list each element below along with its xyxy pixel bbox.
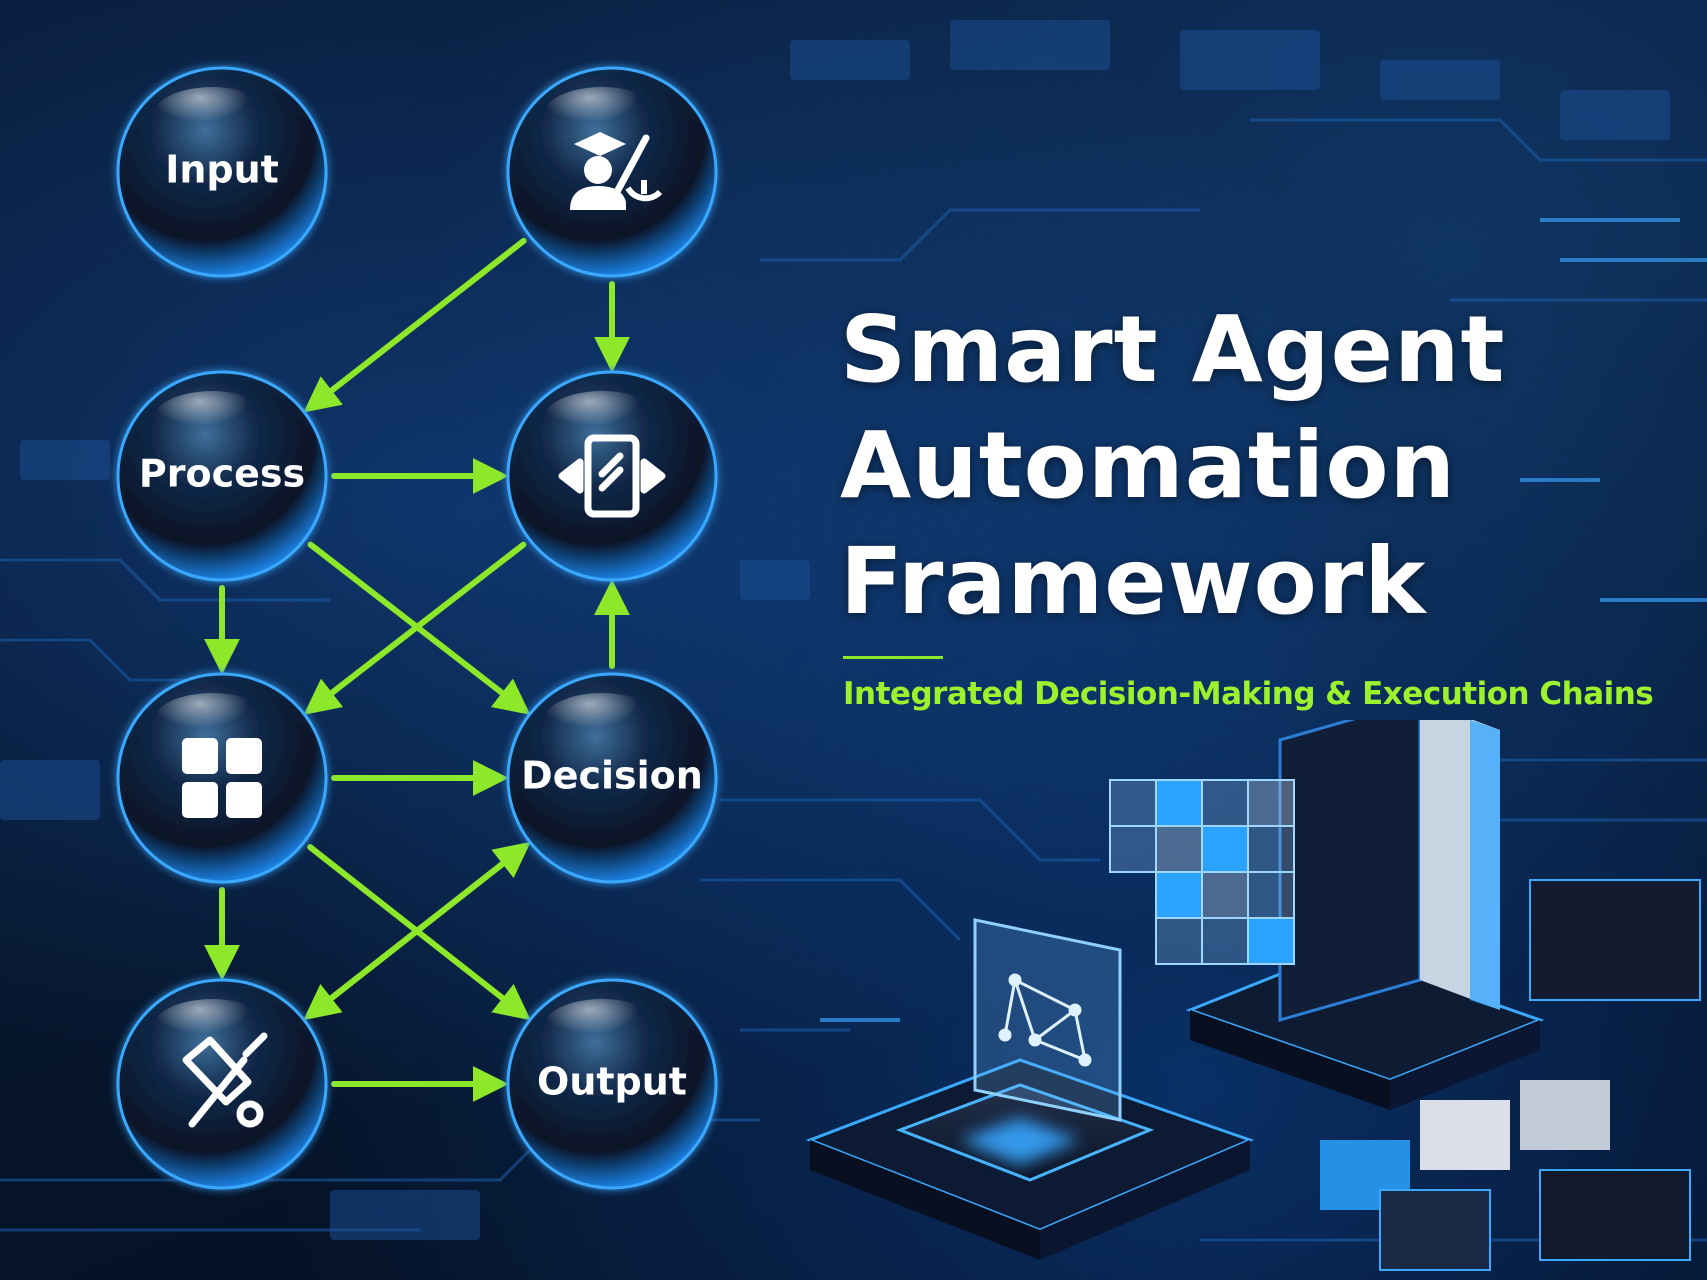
title-divider <box>843 656 943 659</box>
node-transform[interactable] <box>506 370 718 582</box>
node-tools[interactable] <box>116 978 328 1190</box>
node-process-label: Process <box>139 452 305 496</box>
tools-pencil-icon <box>182 1032 268 1128</box>
node-decision-label: Decision <box>521 754 703 798</box>
node-decision[interactable]: Decision <box>506 672 718 884</box>
node-grid[interactable] <box>116 672 328 884</box>
title-line-3: Framework <box>840 528 1427 635</box>
arrow-ai-to-process <box>303 237 527 413</box>
server-tower <box>1185 720 1545 1110</box>
node-ai[interactable] <box>506 66 718 278</box>
cube-cluster <box>1109 779 1295 965</box>
arrow-process-to-decision <box>307 541 531 715</box>
node-process[interactable]: Process <box>116 370 328 582</box>
ai-chip <box>805 918 1255 1260</box>
grid-blocks-icon <box>182 738 262 818</box>
arrow-transform-to-grid <box>303 541 527 715</box>
arrow-decision-to-tools <box>303 844 527 1021</box>
hardware-illustration <box>805 720 1701 1271</box>
page-title: Smart Agent Automation Framework <box>840 292 1660 640</box>
subtitle: Integrated Decision-Making & Execution C… <box>843 676 1654 712</box>
graduate-robot-icon <box>570 132 663 210</box>
circuit-components <box>1320 879 1701 1271</box>
arrow-grid-to-output <box>307 844 531 1021</box>
flow-arrows <box>204 237 630 1102</box>
title-line-1: Smart Agent <box>840 296 1506 403</box>
node-output[interactable]: Output <box>506 978 718 1190</box>
node-output-label: Output <box>537 1060 687 1104</box>
node-input-label: Input <box>165 148 279 192</box>
node-input[interactable]: Input <box>116 66 328 278</box>
network-icon <box>998 973 1092 1067</box>
transform-chip-icon <box>558 434 666 518</box>
title-line-2: Automation <box>840 412 1457 519</box>
